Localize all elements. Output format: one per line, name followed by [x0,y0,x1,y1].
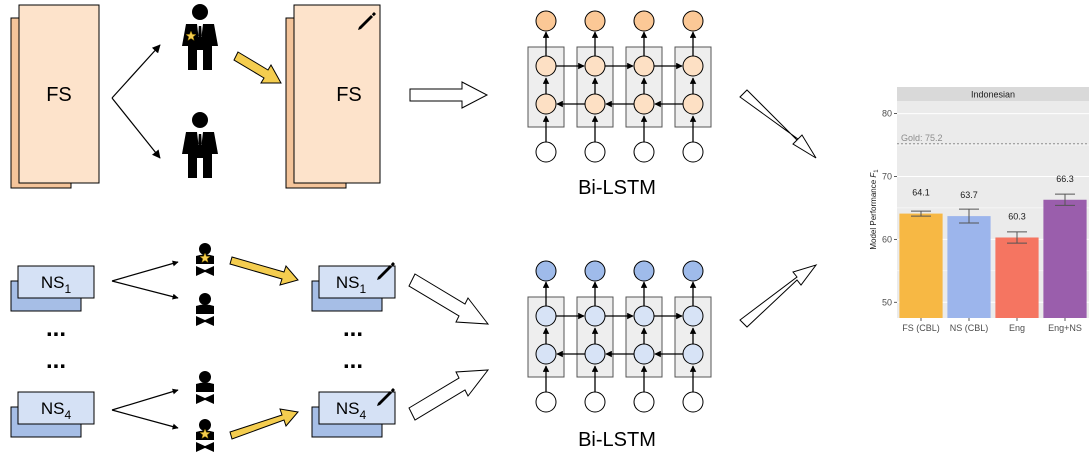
lstm-forward-node [584,55,606,77]
lstm-backward-node [633,343,655,365]
chart-title: Indonesian [971,90,1015,100]
baby-star-icon [196,419,214,452]
lstm-input-node [633,141,655,163]
hollow-arrow-ns4-to-lstm [408,369,490,421]
chart-bar [995,237,1039,318]
chart-y-axis-label: Model Performance F1 [869,169,880,250]
ns4-annotated-document: NS4 [311,388,396,438]
lstm-output-node [584,260,606,282]
lstm-forward-node [682,55,704,77]
lstm-forward-node [682,305,704,327]
hollow-arrow-ns1-to-lstm [408,273,490,325]
ns1-source-document: NS1 [10,265,95,312]
svg-text:NS4: NS4 [41,399,72,422]
ns4-subscript: 4 [64,408,71,422]
chart-reference-label: Gold: 75.2 [901,133,943,143]
chart-data-label: 60.3 [1008,211,1026,221]
chart-y-tick-label: 60 [882,234,892,244]
chart-bar [899,213,943,318]
chart-x-tick-label: FS (CBL) [902,323,940,333]
lstm-input-node [535,391,557,413]
chart-x-tick-label: NS (CBL) [950,323,989,333]
ns4-annotated-subscript: 4 [359,408,366,422]
baby-star-icon [196,243,214,276]
fs-source-document: FS [10,4,100,189]
lstm-input-node [584,141,606,163]
lstm-backward-node [535,93,557,115]
ns4-annotated-prefix: NS [336,399,360,418]
baby-icon [196,371,214,404]
fs-source-label: FS [46,84,72,106]
yellow-arrow-fs [233,51,282,84]
chart-title-strip [897,87,1089,101]
ns4-prefix: NS [41,399,65,418]
lstm-forward-node [584,305,606,327]
lstm-backward-node [633,93,655,115]
bilstm-top-label: Bi-LSTM [578,177,656,199]
lstm-input-node [584,391,606,413]
lstm-forward-node [633,55,655,77]
lstm-backward-node [584,343,606,365]
fs-split-arrows [111,44,161,159]
expert-star-icon [182,4,218,70]
ns4-source-document: NS4 [10,391,95,438]
ns1-annotated-subscript: 1 [359,282,366,296]
chart-y-tick-label: 50 [882,297,892,307]
lstm-output-node [682,260,704,282]
hollow-arrow-lstm-bottom-to-chart [739,264,818,328]
lstm-output-node [535,10,557,32]
lstm-input-node [682,391,704,413]
ns1-annotated-prefix: NS [336,273,360,292]
lstm-input-node [633,391,655,413]
lstm-input-node [682,141,704,163]
ns1-annotated-document: NS1 [311,262,396,312]
chart-x-tick-label: Eng [1009,323,1025,333]
fs-annotated-document: FS [285,4,381,189]
lstm-output-node [682,10,704,32]
lstm-backward-node [535,343,557,365]
lstm-input-node [535,141,557,163]
baby-icon [196,293,214,326]
hollow-arrow-fs-to-lstm [409,81,489,109]
lstm-forward-node [535,305,557,327]
chart-data-label: 64.1 [912,188,930,198]
lstm-output-node [584,10,606,32]
ns1-prefix: NS [41,273,65,292]
lstm-output-node [633,10,655,32]
lstm-backward-node [682,93,704,115]
svg-text:NS4: NS4 [336,399,367,422]
chart-y-tick-label: 80 [882,109,892,119]
bilstm-bottom-label: Bi-LSTM [578,429,656,451]
lstm-output-node [633,260,655,282]
chart-data-label: 63.7 [960,190,978,200]
bilstm-bottom [527,260,712,413]
lstm-backward-node [682,343,704,365]
chart-data-label: 66.3 [1056,174,1074,184]
fs-annotated-label: FS [336,84,362,106]
chart-x-tick-label: Eng+NS [1048,323,1082,333]
ns-split-arrows [111,260,179,430]
ns-annotated-ellipsis-1: ... [343,315,363,342]
chart-bar [1043,199,1087,318]
ns-annotated-ellipsis-2: ... [343,347,363,374]
lstm-forward-node [535,55,557,77]
lstm-backward-node [584,93,606,115]
hollow-arrow-lstm-top-to-chart [739,89,817,159]
yellow-arrow-ns4 [229,408,299,440]
expert-icon [182,112,218,178]
lstm-output-node [535,260,557,282]
yellow-arrow-ns1 [229,256,299,286]
chart-y-tick-label: 70 [882,171,892,181]
svg-text:NS1: NS1 [41,273,72,296]
ns-source-ellipsis-1: ... [46,315,66,342]
bilstm-top [527,10,712,163]
svg-text:NS1: NS1 [336,273,367,296]
ns1-subscript: 1 [64,282,71,296]
lstm-forward-node [633,305,655,327]
chart-bar [947,216,991,318]
ns-source-ellipsis-2: ... [46,347,66,374]
